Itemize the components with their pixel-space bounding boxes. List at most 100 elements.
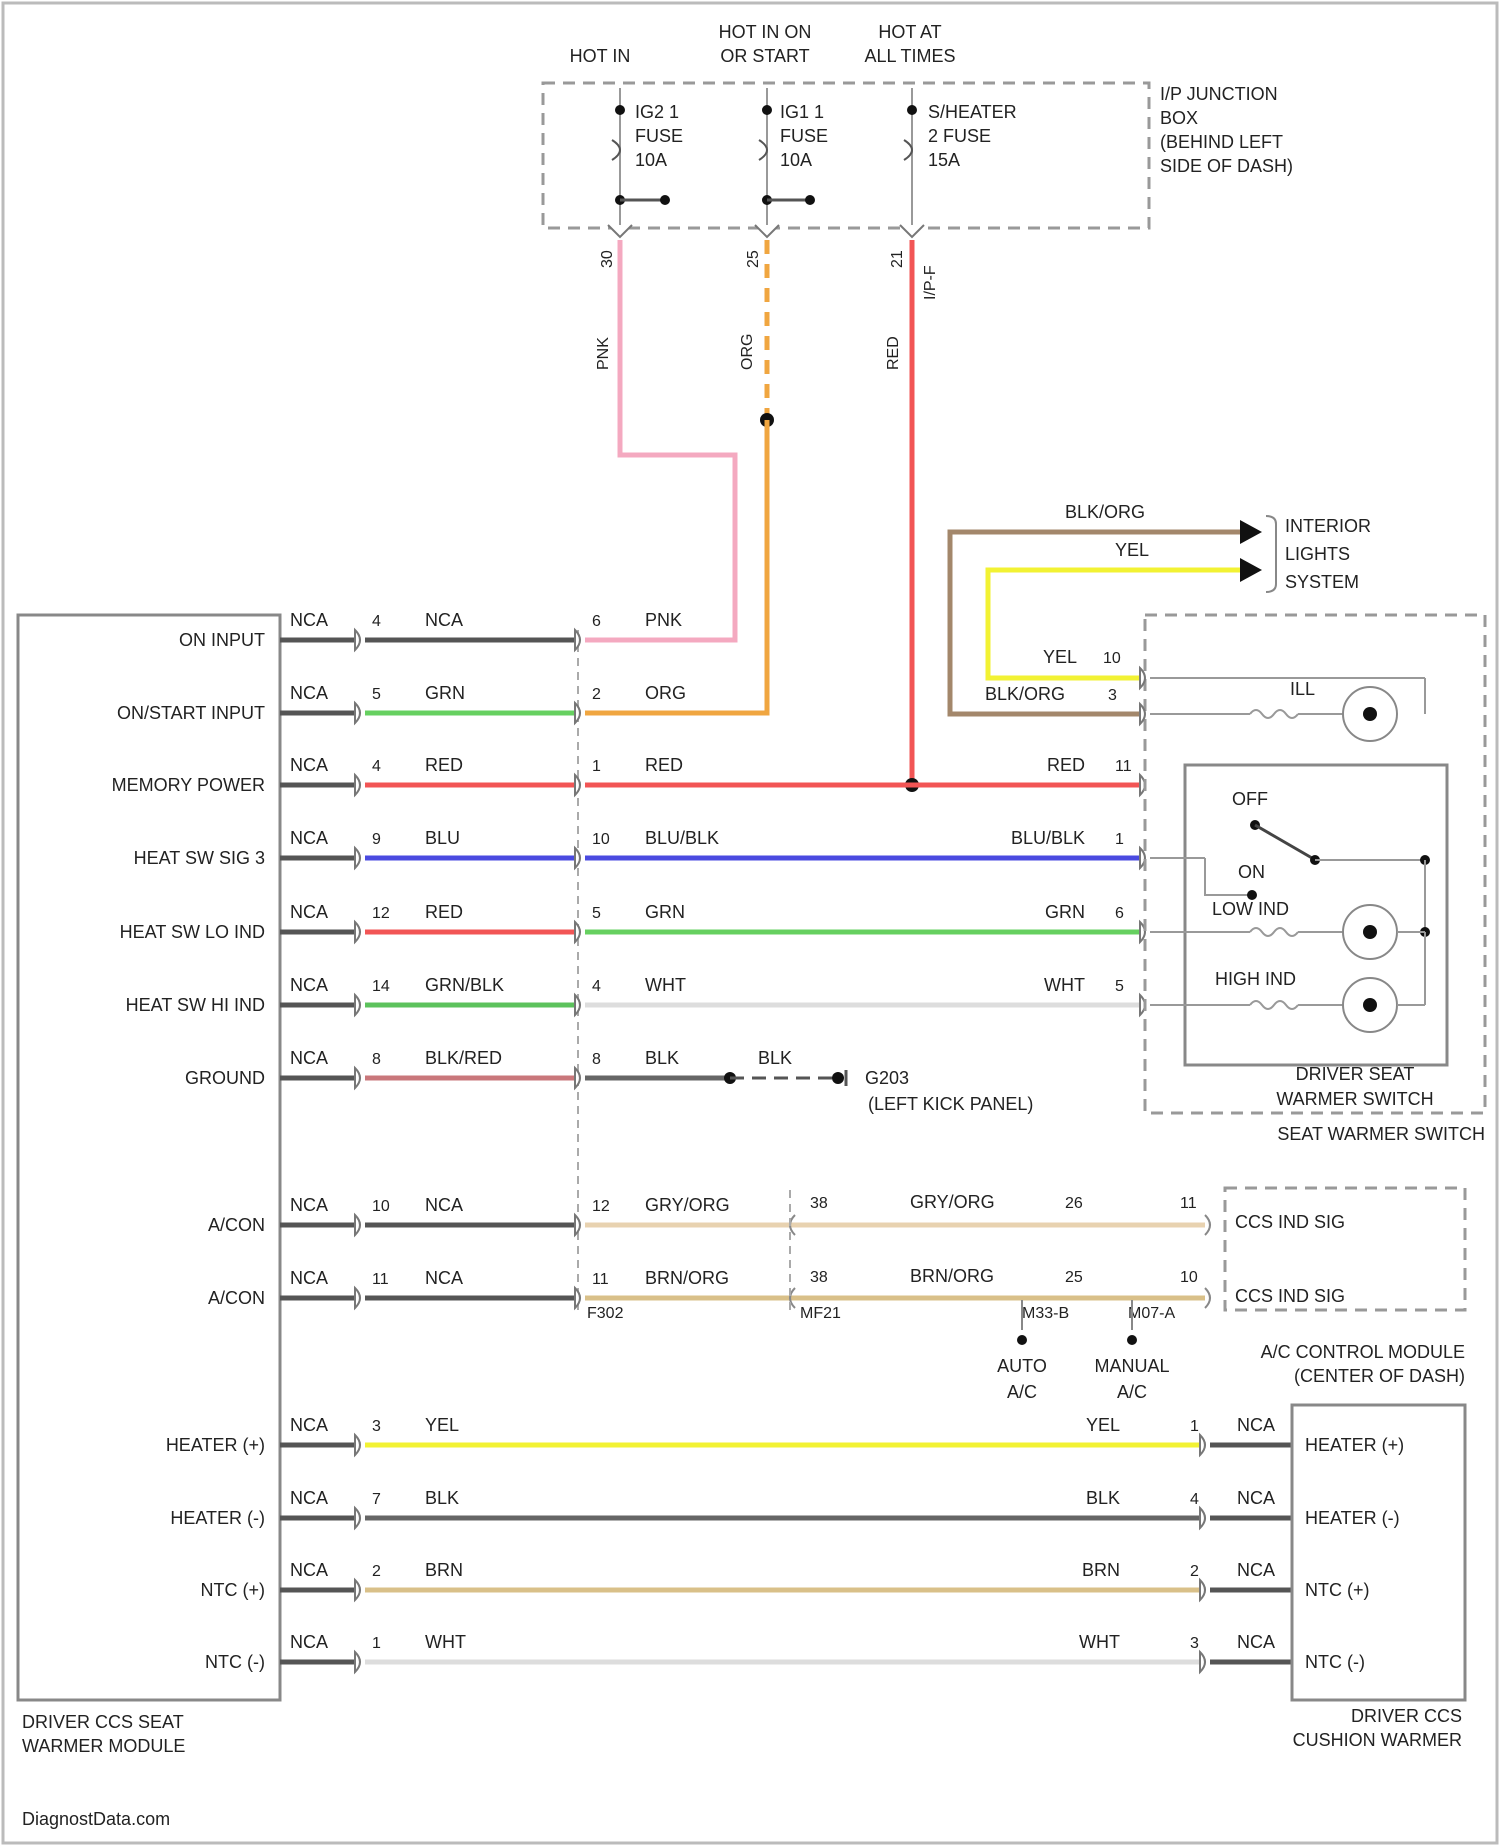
ac-end-connector bbox=[1205, 1215, 1210, 1235]
jb-connector-label: I/P-F bbox=[922, 265, 939, 300]
mid-connector bbox=[575, 703, 580, 723]
cushion-connector bbox=[1200, 1508, 1205, 1528]
module-nca-label: NCA bbox=[290, 755, 328, 775]
right-pin-number: 6 bbox=[1115, 905, 1124, 922]
label-line: 10A bbox=[635, 150, 667, 170]
ac-pin-a1: 38 bbox=[810, 1195, 828, 1212]
mid-pin-number: 12 bbox=[592, 1198, 610, 1215]
arrow-blk-org bbox=[1240, 520, 1262, 544]
mid-connector bbox=[575, 922, 580, 942]
ground-wire-label: BLK bbox=[758, 1048, 792, 1068]
wire-yel-interior bbox=[988, 570, 1255, 678]
module-row: A/CONNCA10NCA12GRY/ORG bbox=[208, 1195, 1210, 1235]
mid-pin-number: 4 bbox=[592, 978, 601, 995]
module-pin-number: 10 bbox=[372, 1198, 390, 1215]
module-nca-label: NCA bbox=[290, 1632, 328, 1652]
module-nca-label: NCA bbox=[290, 1488, 328, 1508]
mid-connector bbox=[575, 848, 580, 868]
label-line: DRIVER CCS SEAT bbox=[22, 1712, 184, 1732]
module-row: A/CON NCA 11 NCA 11 BRN/ORG bbox=[208, 1268, 1210, 1308]
label-line: S/HEATER bbox=[928, 102, 1017, 122]
cushion-wire-label: YEL bbox=[1086, 1415, 1120, 1435]
cushion-nca-label: NCA bbox=[1237, 1632, 1275, 1652]
module-nca-label: NCA bbox=[290, 1268, 328, 1288]
module-wire-label: YEL bbox=[425, 1415, 459, 1435]
module-row: HEATER (+)NCA3YELYEL1NCAHEATER (+) bbox=[166, 1415, 1404, 1455]
mid-connector bbox=[575, 995, 580, 1015]
module-pin-label: A/CON bbox=[208, 1288, 265, 1308]
module-pin-number: 4 bbox=[372, 613, 381, 630]
label-line: 10A bbox=[780, 150, 812, 170]
right-wire-label: WHT bbox=[1044, 975, 1085, 995]
mid-pin-number: 11 bbox=[592, 1271, 609, 1288]
cushion-connector bbox=[1200, 1652, 1205, 1672]
cushion-pin-number: 1 bbox=[1190, 1418, 1199, 1435]
ac-connector-1: F302 bbox=[587, 1305, 624, 1322]
label-line: DRIVER CCS bbox=[1351, 1706, 1462, 1726]
module-connector bbox=[355, 848, 360, 868]
module-wire-label: NCA bbox=[425, 1268, 463, 1288]
cushion-pin-label: NTC (-) bbox=[1305, 1652, 1365, 1672]
wire-label-pnk: PNK bbox=[595, 337, 612, 370]
cushion-connector bbox=[1200, 1435, 1205, 1455]
module-wire-label: WHT bbox=[425, 1632, 466, 1652]
module-pin-number: 12 bbox=[372, 905, 390, 922]
module-row: HEAT SW SIG 3NCA9BLU10BLU/BLKBLU/BLK1 bbox=[134, 828, 1145, 868]
mid-connector bbox=[575, 1288, 580, 1308]
label-line: INTERIOR bbox=[1285, 516, 1371, 536]
switch-on-label: ON bbox=[1238, 862, 1265, 882]
module-nca-label: NCA bbox=[290, 902, 328, 922]
module-nca-label: NCA bbox=[290, 1048, 328, 1068]
right-pin-number: 1 bbox=[1115, 831, 1124, 848]
label-line: A/C bbox=[1007, 1382, 1037, 1402]
cushion-pin-number: 4 bbox=[1190, 1491, 1199, 1508]
module-pin-number: 14 bbox=[372, 978, 390, 995]
module-pin-number: 2 bbox=[372, 1563, 381, 1580]
module-connector bbox=[355, 1435, 360, 1455]
wire-label-blk-org: BLK/ORG bbox=[1065, 502, 1145, 522]
module-row: HEATER (-)NCA7BLKBLK4NCAHEATER (-) bbox=[170, 1488, 1399, 1528]
ill-label: ILL bbox=[1290, 679, 1315, 699]
switch-pin-3: 3 bbox=[1108, 687, 1117, 704]
module-wire-label: RED bbox=[425, 902, 463, 922]
label-line: WARMER MODULE bbox=[22, 1736, 185, 1756]
module-connector bbox=[355, 1068, 360, 1088]
mid-wire-label: BRN/ORG bbox=[645, 1268, 729, 1288]
right-wire-label: BLU/BLK bbox=[1011, 828, 1085, 848]
mid-pin-number: 10 bbox=[592, 831, 610, 848]
module-pin-number: 11 bbox=[372, 1271, 389, 1288]
ac-control-module: 38 38 GRY/ORG BRN/ORG 26 25 11 10 CCS IN… bbox=[587, 1188, 1465, 1402]
ac-pin-b1: 26 bbox=[1065, 1195, 1083, 1212]
mid-wire-label: BLK bbox=[645, 1048, 679, 1068]
label-line: BOX bbox=[1160, 108, 1198, 128]
module-wire-label: RED bbox=[425, 755, 463, 775]
ac-connector-2: MF21 bbox=[800, 1305, 841, 1322]
module-pin-label: NTC (+) bbox=[201, 1580, 266, 1600]
switch-high-ind-label: HIGH IND bbox=[1215, 969, 1296, 989]
mid-pin-number: 8 bbox=[592, 1051, 601, 1068]
label-line: SIDE OF DASH) bbox=[1160, 156, 1293, 176]
seat-warmer-switch-group-label: SEAT WARMER SWITCH bbox=[1277, 1124, 1485, 1144]
switch-yel-label: YEL bbox=[1043, 647, 1077, 667]
label-line: (BEHIND LEFT bbox=[1160, 132, 1283, 152]
ac-pin-b2: 25 bbox=[1065, 1269, 1083, 1286]
mid-pin-number: 1 bbox=[592, 758, 601, 775]
ac-signal-2: CCS IND SIG bbox=[1235, 1286, 1345, 1306]
ground-name: G203 bbox=[865, 1068, 909, 1088]
cushion-nca-label: NCA bbox=[1237, 1415, 1275, 1435]
manual-ac-label: MANUALA/C bbox=[1094, 1356, 1169, 1402]
ac-control-module-label: A/C CONTROL MODULE(CENTER OF DASH) bbox=[1261, 1342, 1465, 1386]
fuse-s-heater-label: S/HEATER2 FUSE15A bbox=[928, 102, 1017, 170]
module-connector bbox=[355, 1508, 360, 1528]
cushion-pin-label: HEATER (-) bbox=[1305, 1508, 1400, 1528]
module-pin-number: 4 bbox=[372, 758, 381, 775]
module-pin-label: ON INPUT bbox=[179, 630, 265, 650]
wire-label-red-vertical: RED bbox=[885, 336, 902, 370]
ac-wire-b: BRN/ORG bbox=[910, 1266, 994, 1286]
module-connector bbox=[355, 1215, 360, 1235]
